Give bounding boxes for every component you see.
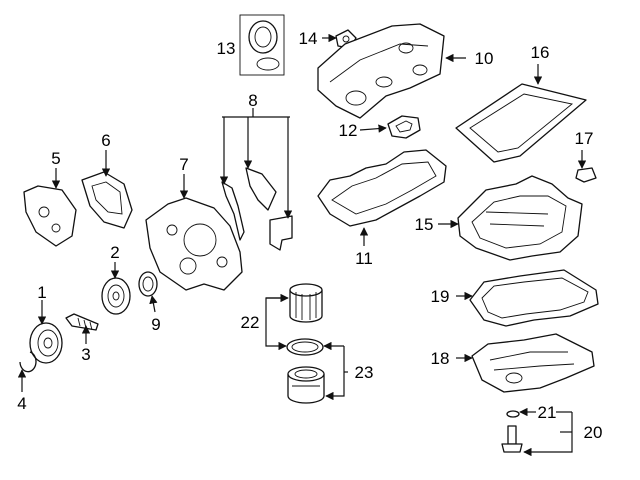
callout-8: 8 bbox=[248, 91, 257, 110]
crank-bolt bbox=[65, 313, 99, 331]
callout-21: 21 bbox=[538, 403, 557, 422]
oil-filter bbox=[289, 283, 323, 323]
callout-1: 1 bbox=[37, 283, 46, 302]
filter-seal bbox=[286, 338, 324, 356]
vibration-damper bbox=[29, 322, 63, 364]
callout-19: 19 bbox=[431, 287, 450, 306]
callout-3: 3 bbox=[81, 345, 90, 364]
callout-10: 10 bbox=[475, 49, 494, 68]
timing-cover bbox=[145, 197, 243, 291]
leader-lines bbox=[17, 33, 587, 457]
callout-9: 9 bbox=[151, 315, 160, 334]
callout-18: 18 bbox=[431, 349, 450, 368]
valve-cover-gasket bbox=[317, 149, 447, 227]
callout-11: 11 bbox=[355, 249, 373, 268]
oil-pan-gasket bbox=[455, 83, 587, 163]
cover-gasket-5 bbox=[23, 185, 77, 247]
small-gasket bbox=[387, 115, 421, 139]
callout-17: 17 bbox=[575, 129, 594, 148]
oil-level-sensor bbox=[575, 167, 597, 183]
callout-2: 2 bbox=[110, 243, 119, 262]
callout-20: 20 bbox=[584, 423, 603, 442]
callout-23: 23 bbox=[355, 363, 374, 382]
callout-16: 16 bbox=[531, 43, 550, 62]
filter-cap bbox=[287, 366, 325, 404]
oil-pan bbox=[457, 175, 583, 261]
callout-15: 15 bbox=[415, 215, 434, 234]
front-seal bbox=[138, 271, 158, 297]
thermostat-housing bbox=[239, 14, 285, 76]
cover-gasket-6 bbox=[81, 171, 133, 229]
valve-cover bbox=[317, 23, 445, 119]
callout-4: 4 bbox=[17, 394, 26, 413]
callout-labels: 1 2 3 4 5 6 7 8 9 10 11 12 13 14 15 16 1… bbox=[17, 29, 602, 442]
drain-plug bbox=[501, 410, 523, 453]
callout-6: 6 bbox=[101, 131, 110, 150]
callout-14: 14 bbox=[299, 29, 318, 48]
pan-gasket bbox=[469, 269, 599, 327]
callout-7: 7 bbox=[179, 155, 188, 174]
crank-pulley bbox=[101, 277, 131, 315]
callout-13: 13 bbox=[217, 39, 236, 58]
snap-ring bbox=[19, 351, 37, 373]
lower-oil-pan bbox=[471, 333, 595, 393]
callout-22: 22 bbox=[241, 313, 260, 332]
callout-5: 5 bbox=[51, 149, 60, 168]
callout-12: 12 bbox=[339, 121, 358, 140]
